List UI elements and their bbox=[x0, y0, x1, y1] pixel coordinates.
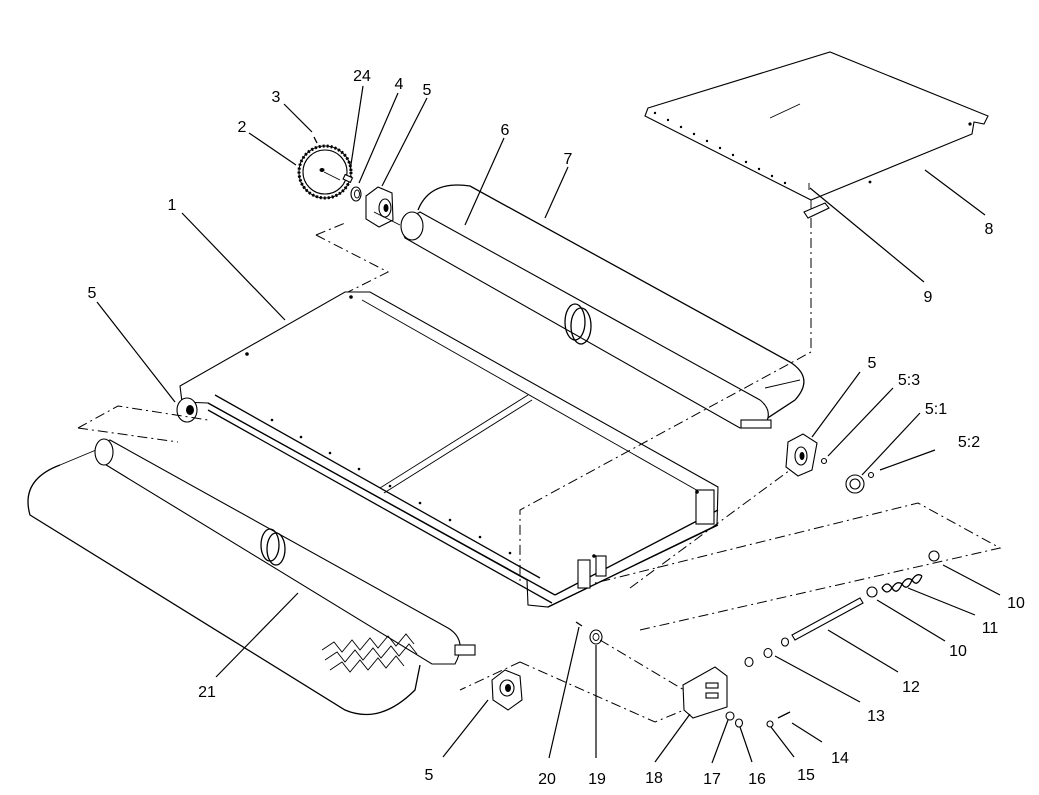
callout-label: 5 bbox=[423, 82, 432, 99]
callout-18: 18 bbox=[645, 713, 691, 787]
grease-nipple bbox=[820, 457, 828, 465]
callout-5-left: 5 bbox=[88, 285, 176, 403]
bearing-bottom bbox=[491, 669, 523, 711]
callout-5-3: 5:3 bbox=[827, 372, 920, 457]
callout-label: 8 bbox=[985, 221, 994, 238]
conveyor-frame bbox=[176, 291, 719, 608]
callout-5-top: 5 bbox=[381, 82, 432, 187]
callout-6: 6 bbox=[464, 122, 510, 226]
callout-label: 3 bbox=[272, 89, 281, 106]
callouts: 1 2 3 24 4 5 6 7 bbox=[88, 68, 1025, 788]
callout-label: 11 bbox=[982, 620, 999, 637]
callout-19: 19 bbox=[588, 645, 606, 788]
callout-24: 24 bbox=[349, 68, 371, 172]
cover-plate bbox=[644, 51, 989, 219]
callout-label: 18 bbox=[645, 770, 663, 787]
washer-top bbox=[350, 186, 362, 202]
callout-8: 8 bbox=[924, 169, 994, 238]
callout-label: 15 bbox=[797, 767, 815, 784]
callout-3: 3 bbox=[272, 89, 313, 133]
return-roller bbox=[94, 438, 476, 673]
callout-label: 12 bbox=[902, 679, 920, 696]
bearing-cap bbox=[845, 474, 865, 494]
callout-label: 5 bbox=[88, 285, 97, 302]
callout-label: 5 bbox=[868, 355, 877, 372]
callout-label: 5:3 bbox=[898, 372, 920, 389]
callout-10-right: 10 bbox=[942, 564, 1025, 612]
callout-label: 5 bbox=[425, 767, 434, 784]
callout-label: 5:2 bbox=[958, 434, 980, 451]
callout-label: 17 bbox=[703, 771, 721, 788]
callout-label: 6 bbox=[501, 122, 510, 139]
callout-label: 21 bbox=[198, 684, 216, 701]
callout-20: 20 bbox=[538, 626, 580, 788]
callout-11: 11 bbox=[907, 587, 999, 637]
bearing-top bbox=[365, 186, 394, 228]
callout-label: 2 bbox=[238, 119, 247, 136]
callout-5-2: 5:2 bbox=[879, 434, 980, 471]
callout-label: 13 bbox=[867, 708, 885, 725]
pulley-pin bbox=[313, 136, 318, 144]
callout-label: 14 bbox=[831, 750, 849, 767]
bearing-right bbox=[785, 433, 818, 477]
callout-label: 19 bbox=[588, 771, 606, 788]
center-lines bbox=[77, 218, 1002, 723]
callout-14: 14 bbox=[791, 722, 849, 767]
callout-1: 1 bbox=[168, 197, 286, 321]
callout-label: 24 bbox=[353, 68, 371, 85]
drive-pulley bbox=[297, 144, 353, 200]
callout-label: 10 bbox=[949, 643, 967, 660]
callout-10-left: 10 bbox=[876, 599, 967, 660]
cap-screw bbox=[867, 471, 875, 479]
callout-15: 15 bbox=[770, 726, 815, 784]
callout-17: 17 bbox=[703, 719, 729, 788]
callout-7: 7 bbox=[544, 151, 573, 219]
callout-label: 20 bbox=[538, 771, 556, 788]
tension-assembly bbox=[575, 550, 940, 728]
callout-label: 4 bbox=[395, 76, 404, 93]
callout-label: 9 bbox=[924, 289, 933, 306]
callout-2: 2 bbox=[238, 119, 297, 166]
callout-label: 16 bbox=[748, 771, 766, 788]
callout-label: 5:1 bbox=[925, 401, 947, 418]
drive-roller bbox=[373, 211, 801, 429]
callout-label: 1 bbox=[168, 197, 177, 214]
callout-16: 16 bbox=[739, 726, 766, 788]
callout-label: 10 bbox=[1007, 595, 1025, 612]
callout-5-1: 5:1 bbox=[861, 401, 947, 476]
callout-label: 7 bbox=[564, 151, 573, 168]
drive-key bbox=[342, 173, 354, 184]
callout-4: 4 bbox=[358, 76, 404, 184]
callout-12: 12 bbox=[827, 629, 920, 696]
callout-21: 21 bbox=[198, 592, 299, 701]
callout-9: 9 bbox=[809, 187, 933, 306]
callout-5-bottom: 5 bbox=[425, 699, 489, 784]
callout-5-right: 5 bbox=[811, 355, 877, 438]
callout-13: 13 bbox=[774, 655, 885, 725]
